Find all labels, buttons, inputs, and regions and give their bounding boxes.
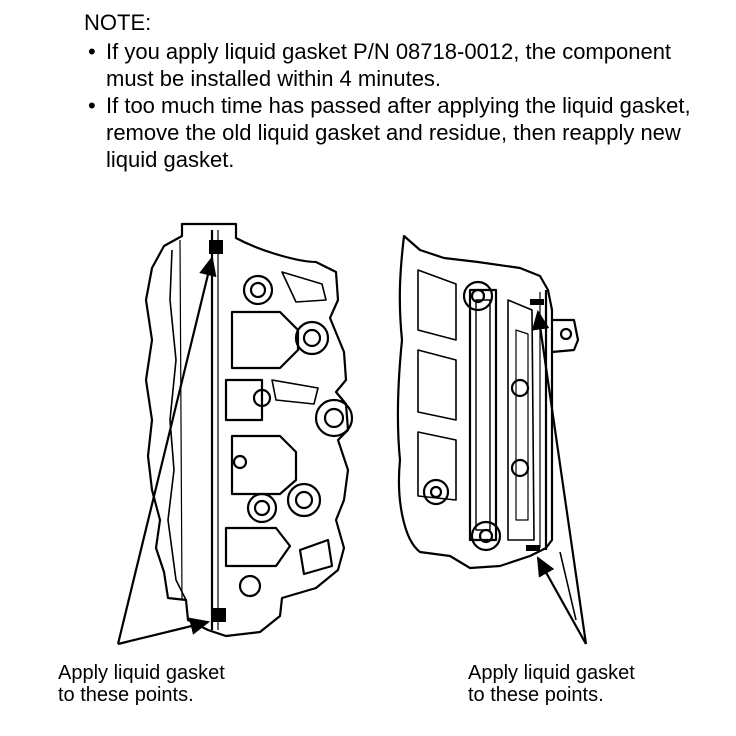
caption-left-line-1: Apply liquid gasket <box>58 662 225 684</box>
note-title: NOTE: <box>84 10 152 35</box>
bullet-icon: • <box>88 39 96 64</box>
note-item-1: • If you apply liquid gasket P/N 08718-0… <box>84 38 724 92</box>
left-component-drawing <box>144 222 354 638</box>
right-gasket-point-top <box>530 299 544 305</box>
caption-right-line-2: to these points. <box>468 684 604 706</box>
left-gasket-point-top <box>209 240 223 254</box>
caption-left-line-2: to these points. <box>58 684 194 706</box>
right-arrows <box>531 309 588 645</box>
right-component-outline <box>396 234 554 570</box>
left-arrows <box>116 255 217 646</box>
caption-right-line-1: Apply liquid gasket <box>468 662 635 684</box>
note-item-2: • If too much time has passed after appl… <box>84 92 724 173</box>
bullet-icon: • <box>88 93 96 118</box>
left-gasket-point-bottom <box>212 608 226 622</box>
left-component-outline <box>144 222 350 638</box>
note-block: NOTE: • If you apply liquid gasket P/N 0… <box>84 10 724 173</box>
note-item-text: If too much time has passed after applyi… <box>106 93 691 172</box>
right-component-drawing <box>396 234 580 621</box>
caption-right: Apply liquid gasket to these points. <box>468 662 635 706</box>
note-item-text: If you apply liquid gasket P/N 08718-001… <box>106 39 672 91</box>
caption-left: Apply liquid gasket to these points. <box>58 662 225 706</box>
right-gasket-point-bottom <box>526 545 540 551</box>
